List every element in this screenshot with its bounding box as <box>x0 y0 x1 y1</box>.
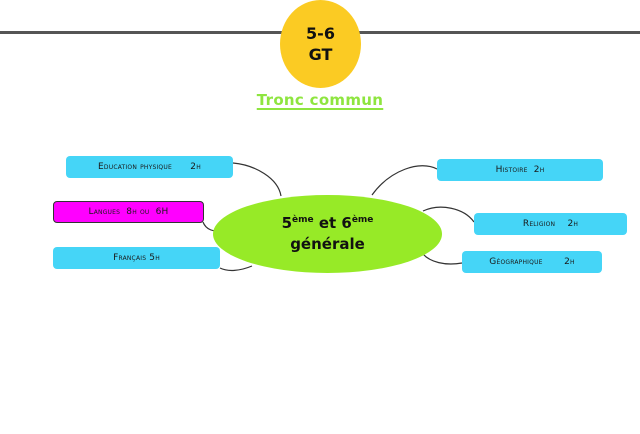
central-topic-line-2: générale <box>290 235 365 253</box>
badge-line-1: 5-6 <box>306 24 335 43</box>
grade-5: 5 <box>281 214 292 232</box>
central-topic[interactable]: 5ème et 6ème générale <box>213 195 442 273</box>
node-geographique[interactable]: Géographique 2h <box>462 251 602 273</box>
node-label: Histoire 2h <box>495 165 545 175</box>
node-label: Religion 2h <box>522 219 579 229</box>
badge-line-2: GT <box>308 45 333 64</box>
level-badge: 5-6 GT <box>280 0 361 88</box>
node-label: Education physique 2h <box>98 162 201 172</box>
central-topic-line-1: 5ème et 6ème <box>282 213 374 234</box>
page-title: Tronc commun <box>256 91 384 109</box>
node-langues[interactable]: Langues 8h ou 6H <box>53 201 204 223</box>
node-label: Français 5h <box>113 253 160 263</box>
ordinal-suffix: ème <box>292 215 314 225</box>
node-francais[interactable]: Français 5h <box>53 247 220 269</box>
connector-religion <box>422 206 475 223</box>
node-label: Géographique 2h <box>489 257 575 267</box>
connector-geographique <box>422 253 463 265</box>
grade-6: 6 <box>341 214 352 232</box>
connector-education <box>232 162 282 197</box>
node-education-physique[interactable]: Education physique 2h <box>66 156 233 178</box>
connector-francais <box>219 265 253 272</box>
ordinal-suffix: ème <box>351 215 374 225</box>
node-label: Langues 8h ou 6H <box>88 207 169 217</box>
connector-histoire <box>371 165 438 196</box>
node-religion[interactable]: Religion 2h <box>474 213 627 235</box>
node-histoire[interactable]: Histoire 2h <box>437 159 603 181</box>
connector-word: et <box>313 214 342 232</box>
